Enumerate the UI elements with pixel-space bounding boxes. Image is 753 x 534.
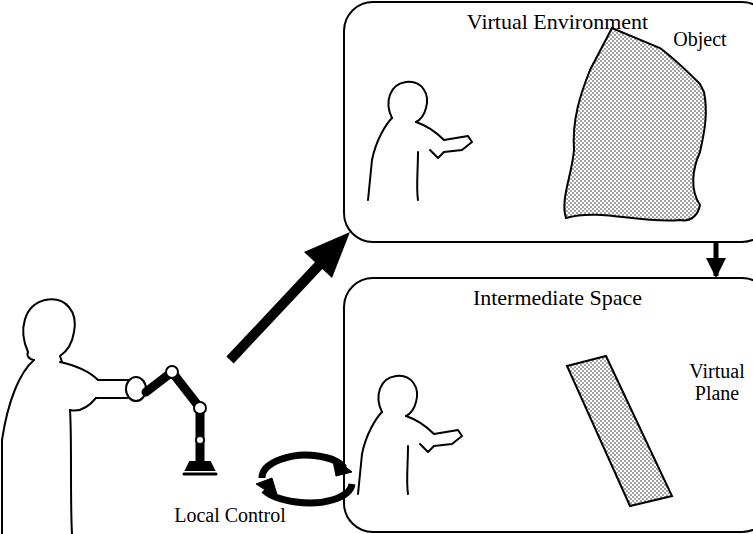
robot-arm	[146, 366, 216, 474]
space-box: Intermediate Space	[343, 277, 753, 533]
object-label: Virtual Plane	[686, 360, 748, 404]
virtual-operator	[358, 376, 462, 494]
control-label: Local Control	[150, 504, 310, 526]
operator-figure	[2, 299, 128, 534]
box-title: Intermediate Space	[345, 279, 753, 311]
flow-arrow	[714, 243, 719, 276]
virtual-plane	[567, 356, 672, 506]
local-control-loop	[256, 455, 352, 503]
big-arrow	[230, 232, 350, 360]
virtual-operator	[368, 82, 472, 200]
object-label: Object	[660, 28, 740, 50]
object-shape	[564, 28, 706, 221]
